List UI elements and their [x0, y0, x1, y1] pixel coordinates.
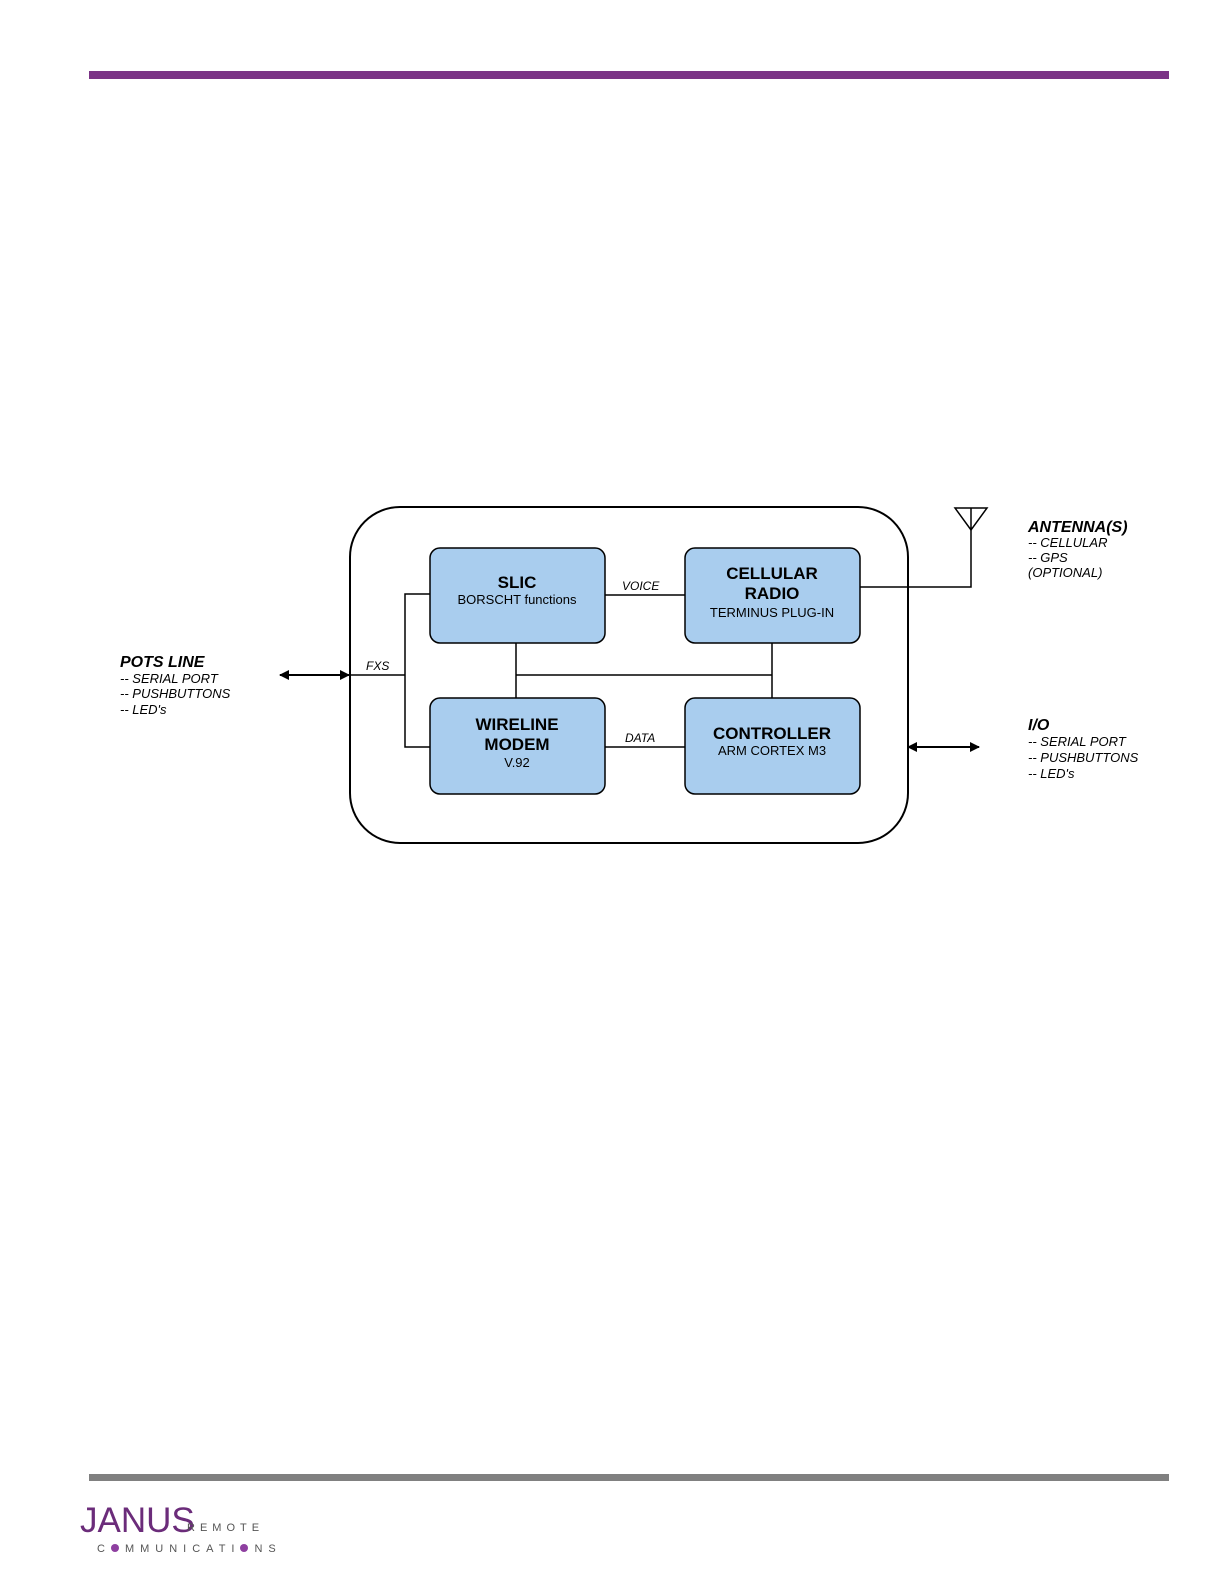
janus-logo: JANUS REMOTE C MMUNICATI NS [80, 1503, 280, 1563]
cellular-title-line2: RADIO [745, 584, 800, 603]
pots-title: POTS LINE [120, 654, 206, 671]
modem-title-line2: MODEM [484, 735, 549, 754]
antenna-icon [955, 508, 987, 530]
logo-comm-part: C [97, 1543, 111, 1555]
io-legend: I/O -- SERIAL PORT -- PUSHBUTTONS -- LED… [1028, 717, 1139, 781]
modem-subtitle: V.92 [504, 755, 530, 770]
logo-comm-part: NS [254, 1543, 281, 1555]
io-title: I/O [1028, 717, 1050, 734]
slic-subtitle: BORSCHT functions [458, 592, 577, 607]
pots-item: -- SERIAL PORT [120, 671, 219, 686]
antenna-item: (OPTIONAL) [1028, 565, 1102, 580]
logo-remote-text: REMOTE [187, 1522, 264, 1534]
pots-item: -- PUSHBUTTONS [120, 686, 231, 701]
controller-title: CONTROLLER [713, 724, 831, 743]
controller-block: CONTROLLER ARM CORTEX M3 [685, 698, 860, 794]
io-item: -- SERIAL PORT [1028, 734, 1127, 749]
antenna-item: -- GPS [1028, 550, 1068, 565]
antenna-item: -- CELLULAR [1028, 535, 1107, 550]
bottom-rule [89, 1474, 1169, 1481]
logo-communications-text: C MMUNICATI NS [97, 1543, 282, 1555]
cellular-radio-block: CELLULAR RADIO TERMINUS PLUG-IN [685, 548, 860, 643]
voice-label: VOICE [622, 579, 660, 593]
logo-comm-part: MMUNICATI [125, 1543, 241, 1555]
cellular-subtitle: TERMINUS PLUG-IN [710, 605, 834, 620]
modem-title-line1: WIRELINE [475, 715, 558, 734]
pots-item: -- LED's [120, 702, 167, 717]
logo-dot-icon [111, 1544, 119, 1552]
data-label: DATA [625, 731, 655, 745]
fxs-label: FXS [366, 659, 389, 673]
antenna-legend: ANTENNA(S) -- CELLULAR -- GPS (OPTIONAL) [1027, 519, 1128, 580]
antenna-title: ANTENNA(S) [1027, 519, 1128, 536]
slic-title: SLIC [498, 573, 537, 592]
wireline-modem-block: WIRELINE MODEM V.92 [430, 698, 605, 794]
cellular-title-line1: CELLULAR [726, 564, 818, 583]
controller-subtitle: ARM CORTEX M3 [718, 743, 826, 758]
logo-dot-icon [240, 1544, 248, 1552]
pots-line-legend: POTS LINE -- SERIAL PORT -- PUSHBUTTONS … [120, 654, 231, 717]
io-item: -- LED's [1028, 766, 1075, 781]
io-item: -- PUSHBUTTONS [1028, 750, 1139, 765]
logo-wordmark: JANUS [80, 1503, 195, 1538]
slic-block: SLIC BORSCHT functions [430, 548, 605, 643]
